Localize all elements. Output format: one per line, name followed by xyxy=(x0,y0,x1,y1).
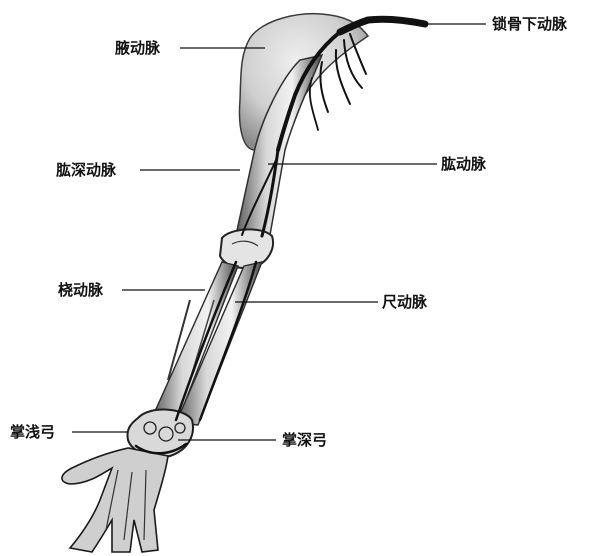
label-deep-brachial-artery: 肱深动脉 xyxy=(56,161,116,179)
thoracic-branch-5 xyxy=(310,78,318,130)
label-subclavian-artery: 锁骨下动脉 xyxy=(492,15,567,33)
label-superficial-palmar-arch: 掌浅弓 xyxy=(10,423,55,441)
label-ulnar-artery: 尺动脉 xyxy=(382,293,427,311)
label-deep-palmar-arch: 掌深弓 xyxy=(282,431,327,449)
label-axillary-artery: 腋动脉 xyxy=(115,39,160,57)
label-brachial-artery: 肱动脉 xyxy=(441,155,486,173)
label-radial-artery: 桡动脉 xyxy=(58,281,103,299)
hand xyxy=(62,448,168,552)
elbow-joint xyxy=(220,229,273,267)
